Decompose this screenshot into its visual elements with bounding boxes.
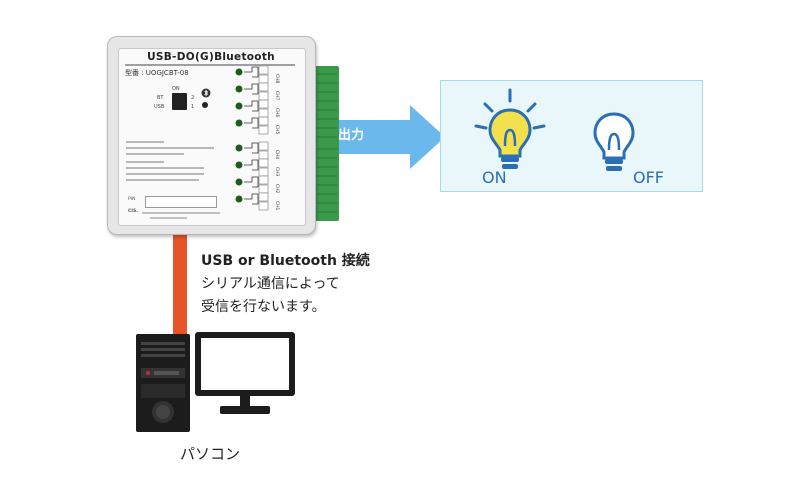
pin-code-box (145, 196, 217, 208)
terminal-block-ridges (317, 73, 337, 213)
device-title-underline (125, 64, 295, 66)
dip-switch[interactable] (172, 93, 187, 110)
switch-bt-label: BT (157, 95, 164, 101)
channel-label-3: CH3 (274, 167, 280, 177)
channel-label-6: CH6 (274, 108, 280, 118)
on-label: ON (482, 168, 507, 187)
connection-desc-line1: シリアル通信によって (201, 276, 340, 292)
channel-outputs: CH8 CH7 CH6 CH5 CH4 CH3 CH2 CH1 (235, 66, 280, 211)
maker-label: CIS. (128, 209, 138, 214)
output-arrow-label: 出力 (338, 128, 365, 143)
connection-title: USB or Bluetooth 接続 (201, 253, 370, 269)
channel-label-1: CH1 (274, 201, 280, 211)
pc-tower-icon (136, 334, 190, 432)
maker-url-line (142, 212, 220, 219)
switch-2-label: 2 (191, 95, 195, 101)
off-label: OFF (633, 168, 664, 187)
switch-usb-label: USB (154, 104, 165, 110)
spec-text-block (126, 141, 214, 181)
pc-label: パソコン (180, 445, 241, 463)
connection-desc-line2: 受信を行ないます。 (201, 299, 326, 315)
switch-on-label: ON (172, 86, 180, 92)
channel-label-5: CH5 (274, 125, 280, 135)
channel-label-4: CH4 (274, 150, 280, 160)
monitor-icon (195, 332, 295, 414)
pin-label: PIN (128, 197, 136, 202)
device-title: USB-DO(G)Bluetooth (147, 51, 275, 63)
bluetooth-icon (201, 88, 211, 98)
channel-label-8: CH8 (274, 74, 280, 84)
channel-label-2: CH2 (274, 184, 280, 194)
status-led (202, 102, 208, 108)
bulb-on-icon (474, 88, 546, 169)
output-box (440, 80, 703, 192)
bulb-off-icon (593, 112, 635, 171)
device-model: 型番 : UOGJCBT-08 (125, 69, 189, 77)
switch-1-label: 1 (191, 104, 195, 110)
channel-label-7: CH7 (274, 91, 280, 101)
